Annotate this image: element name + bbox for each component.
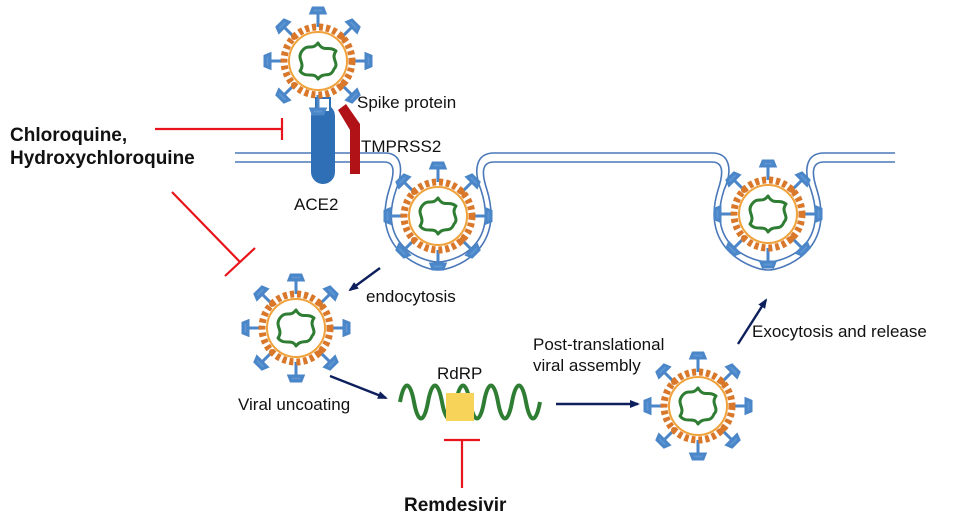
tmprss2-protease (338, 104, 360, 174)
arrow-exocytosis (736, 298, 768, 345)
label-exocytosis: Exocytosis and release (752, 322, 927, 341)
drug-remdesivir: Remdesivir (404, 495, 507, 516)
drug-chloroquine: Chloroquine, (10, 125, 127, 146)
inhibitor-chloroquine-entry (155, 118, 284, 140)
virus-uncoating (243, 275, 349, 381)
virus-binding (265, 8, 371, 114)
cell-membrane (235, 152, 895, 271)
inhibitor-remdesivir (444, 438, 480, 488)
label-ace2: ACE2 (294, 195, 338, 214)
virus-assembled (645, 353, 751, 459)
label-endocytosis: endocytosis (366, 287, 456, 306)
label-viral-uncoating: Viral uncoating (238, 395, 350, 414)
drug-hydroxychloroquine: Hydroxychloroquine (10, 148, 195, 169)
inhibitor-chloroquine-endocytosis (171, 191, 256, 277)
rdrp-box (446, 393, 474, 421)
label-viral-assembly: viral assembly (533, 356, 641, 375)
label-tmprss2: TMPRSS2 (361, 137, 441, 156)
label-spike-protein: Spike protein (357, 93, 456, 112)
virus-endosome-2 (715, 161, 821, 267)
process-arrows (329, 267, 768, 408)
label-rdrp: RdRP (437, 364, 482, 383)
arrow-uncoating (329, 374, 388, 400)
virus-endosome-1 (385, 163, 491, 269)
arrow-endocytosis (348, 267, 381, 292)
label-post-translational: Post-translational (533, 335, 664, 354)
